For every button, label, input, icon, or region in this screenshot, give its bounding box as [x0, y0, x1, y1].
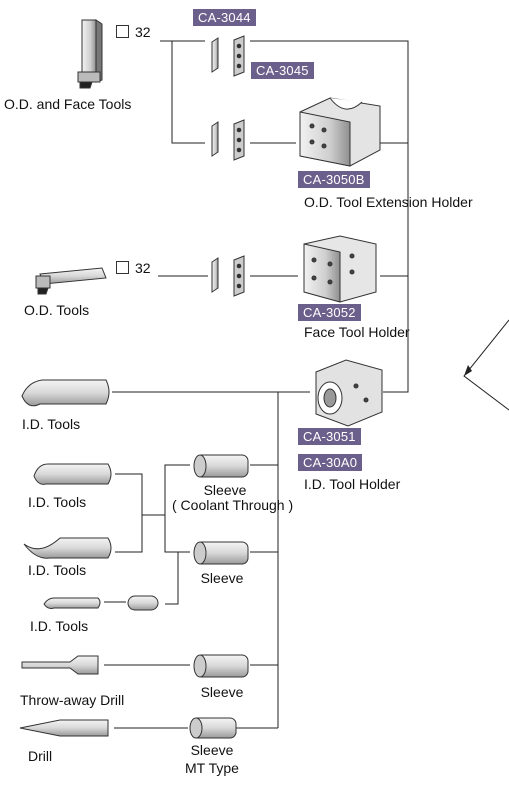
label-coolant-through: ( Coolant Through )	[172, 497, 293, 513]
label-id-tools-3: I.D. Tools	[28, 562, 86, 578]
shank-size-od-face: 32	[135, 24, 151, 40]
label-drill: Drill	[28, 748, 52, 764]
label-sleeve-mt: Sleeve	[186, 742, 238, 758]
part-code-ca30a0: CA-30A0	[298, 454, 362, 471]
label-od-extension-holder: O.D. Tool Extension Holder	[304, 194, 473, 210]
label-id-tools-4: I.D. Tools	[30, 618, 88, 634]
label-id-tool-holder: I.D. Tool Holder	[304, 476, 400, 492]
square-shank-icon	[116, 261, 129, 274]
label-od-face-tools: O.D. and Face Tools	[4, 96, 131, 112]
part-code-ca3044: CA-3044	[193, 9, 256, 26]
label-mt-type: MT Type	[180, 760, 244, 776]
label-id-tools-1: I.D. Tools	[22, 416, 80, 432]
part-code-ca3050b: CA-3050B	[298, 171, 370, 188]
label-throwaway-drill: Throw-away Drill	[20, 692, 124, 708]
part-code-ca3052: CA-3052	[298, 304, 361, 321]
part-code-ca3051: CA-3051	[298, 428, 361, 445]
label-sleeve-3: Sleeve	[196, 684, 248, 700]
label-face-tool-holder: Face Tool Holder	[304, 324, 410, 340]
label-sleeve-coolant: Sleeve	[200, 482, 250, 498]
square-shank-icon	[116, 25, 129, 38]
label-sleeve-2: Sleeve	[196, 570, 248, 586]
label-od-tools: O.D. Tools	[24, 302, 89, 318]
part-code-ca3045: CA-3045	[251, 62, 314, 79]
shank-size-od: 32	[135, 260, 151, 276]
label-id-tools-2: I.D. Tools	[28, 494, 86, 510]
